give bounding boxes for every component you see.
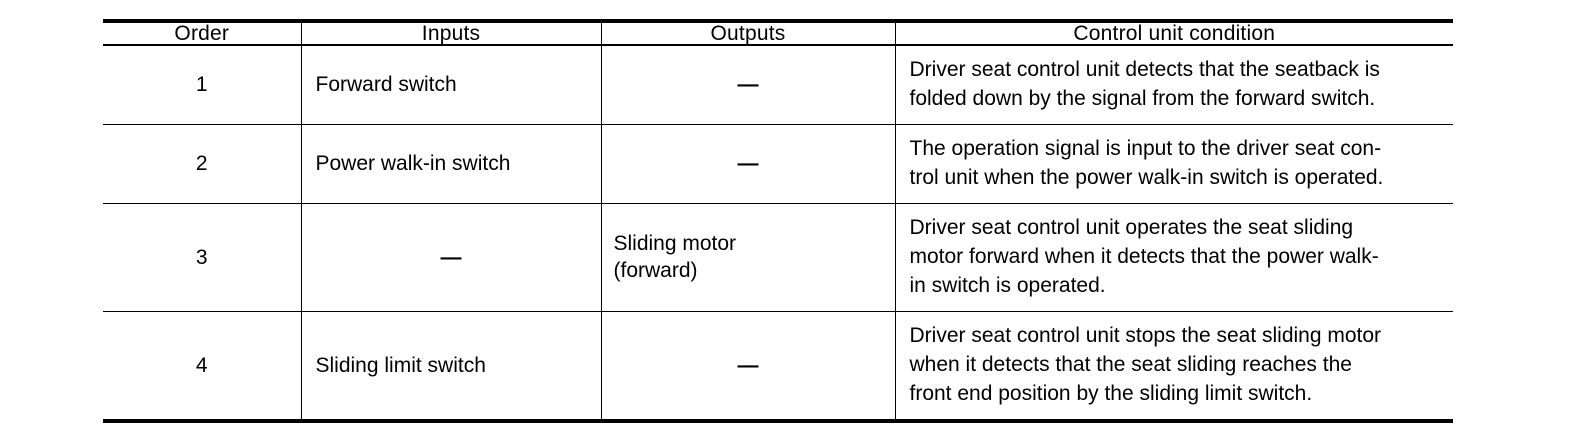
inputs-value: Sliding limit switch [315, 353, 486, 377]
column-header-inputs: Inputs [300, 19, 601, 46]
sequence-table-container: Order Inputs Outputs Control unit condit… [103, 19, 1453, 423]
condition-line: The operation signal is input to the dri… [909, 136, 1382, 160]
cell-outputs: — [600, 123, 895, 204]
condition-line: folded down by the signal from the forwa… [909, 86, 1376, 110]
condition-line: Driver seat control unit detects that th… [909, 58, 1380, 81]
condition-text: Driver seat control unit operates the se… [896, 204, 1454, 311]
cell-outputs: — [600, 44, 895, 125]
table-body: 1 Forward switch — Driver seat control u… [103, 44, 1454, 423]
cell-order: 3 [103, 202, 301, 312]
order-value: 3 [195, 245, 208, 269]
header-row: Order Inputs Outputs Control unit condit… [103, 19, 1453, 46]
inputs-value: Forward switch [315, 73, 457, 97]
table-row: 3 — Sliding motor (forward) Driver seat … [103, 202, 1454, 312]
outputs-dash: — [737, 353, 759, 377]
condition-line: motor forward when it detects that the p… [909, 244, 1379, 268]
condition-line: front end position by the sliding limit … [909, 381, 1313, 405]
outputs-line: Sliding motor [613, 232, 737, 256]
condition-line: Driver seat control unit operates the se… [909, 215, 1354, 239]
table-header: Order Inputs Outputs Control unit condit… [103, 19, 1453, 46]
cell-condition: Driver seat control unit operates the se… [894, 202, 1454, 312]
cell-order: 4 [103, 310, 301, 423]
control-unit-sequence-table: Order Inputs Outputs Control unit condit… [103, 19, 1453, 423]
table-row: 1 Forward switch — Driver seat control u… [103, 44, 1454, 125]
outputs-dash: — [737, 73, 759, 97]
cell-inputs: — [300, 202, 601, 312]
outputs-dash: — [737, 152, 759, 176]
table-row: 2 Power walk-in switch — The operation s… [103, 123, 1454, 204]
cell-condition: Driver seat control unit detects that th… [894, 44, 1454, 125]
cell-inputs: Forward switch [300, 44, 601, 125]
cell-inputs: Power walk-in switch [300, 123, 601, 204]
condition-line: Driver seat control unit stops the seat … [909, 323, 1382, 347]
outputs-value: Sliding motor (forward) [602, 220, 895, 295]
order-value: 4 [195, 353, 208, 377]
cell-outputs: — [600, 310, 895, 423]
order-value: 2 [195, 152, 208, 176]
condition-line: trol unit when the power walk-in switch … [909, 165, 1384, 189]
column-header-order: Order [103, 19, 301, 46]
condition-line: in switch is operated. [909, 273, 1106, 297]
inputs-dash: — [440, 245, 462, 269]
cell-order: 1 [103, 44, 301, 125]
condition-text: Driver seat control unit stops the seat … [896, 312, 1454, 419]
cell-condition: The operation signal is input to the dri… [894, 123, 1454, 204]
condition-line: when it detects that the seat sliding re… [909, 352, 1352, 376]
inputs-value: Power walk-in switch [315, 152, 511, 176]
cell-outputs: Sliding motor (forward) [600, 202, 895, 312]
cell-inputs: Sliding limit switch [300, 310, 601, 423]
cell-condition: Driver seat control unit stops the seat … [894, 310, 1454, 423]
column-header-outputs: Outputs [600, 19, 895, 46]
cell-order: 2 [103, 123, 301, 204]
table-row: 4 Sliding limit switch — Driver seat con… [103, 310, 1454, 423]
condition-text: The operation signal is input to the dri… [896, 125, 1454, 203]
condition-text: Driver seat control unit detects that th… [896, 46, 1454, 124]
outputs-line: (forward) [613, 259, 698, 283]
column-header-condition: Control unit condition [894, 19, 1453, 46]
order-value: 1 [195, 73, 208, 97]
